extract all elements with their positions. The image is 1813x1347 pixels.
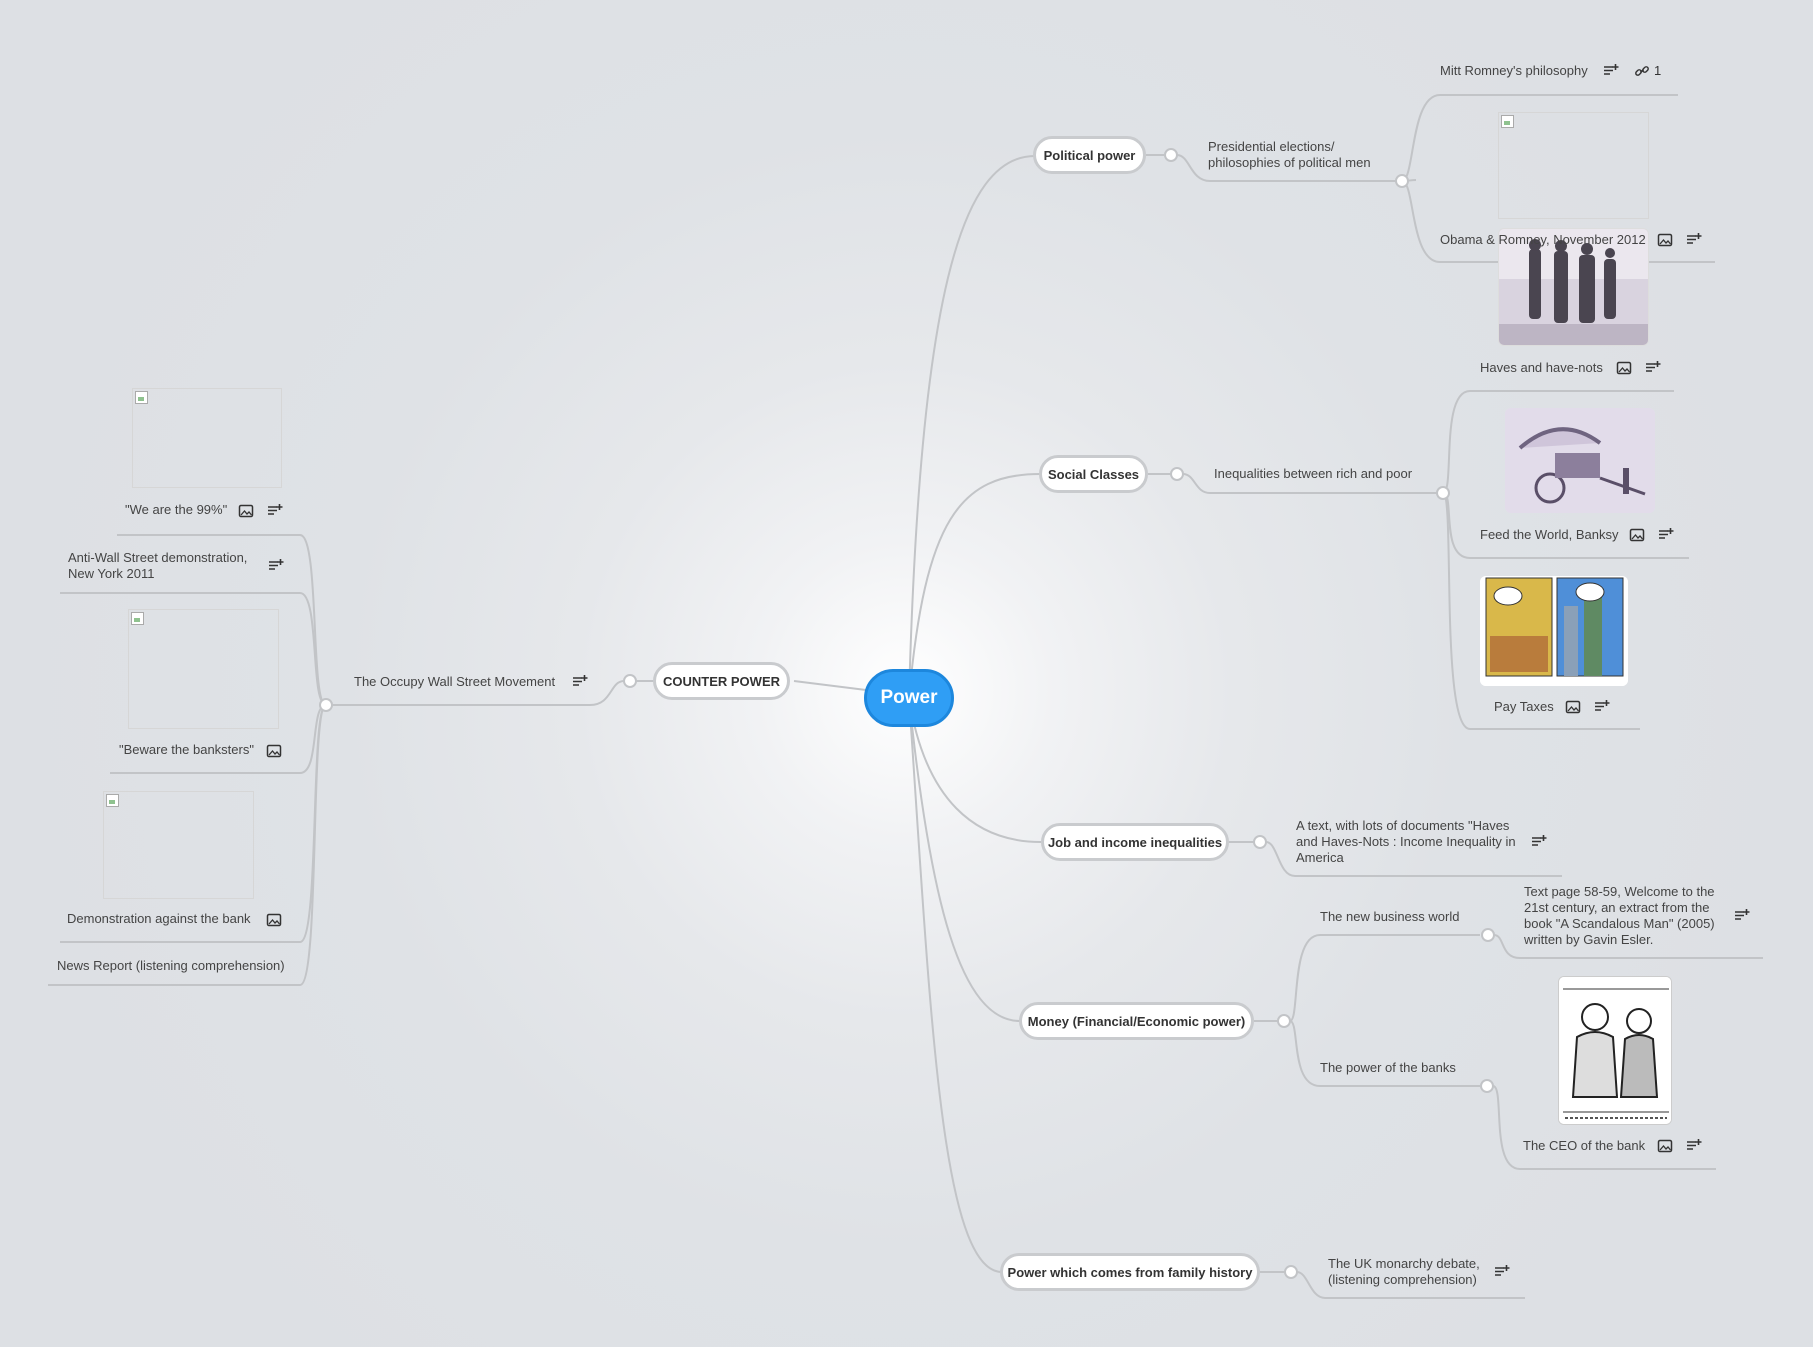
pay-taxes-cartoon [1480, 576, 1628, 686]
branch-label: Power which comes from family history [1007, 1264, 1253, 1280]
topic-we-are-99[interactable]: "We are the 99%" [125, 502, 228, 517]
image-icon[interactable] [266, 743, 282, 759]
broken-image-icon [1501, 115, 1514, 128]
topic-ceo-of-bank[interactable]: The CEO of the bank [1523, 1138, 1646, 1153]
topic-power-of-banks[interactable]: The power of the banks [1320, 1060, 1456, 1075]
central-topic-power[interactable]: Power [864, 669, 954, 727]
note-add-icon[interactable] [267, 503, 283, 519]
topic-presidential-elections[interactable]: Presidential elections/ philosophies of … [1208, 139, 1371, 170]
topic-haves-have-nots[interactable]: Haves and have-nots [1480, 360, 1603, 375]
ceo-of-bank-cartoon [1559, 977, 1671, 1124]
branch-money[interactable]: Money (Financial/Economic power) [1019, 1002, 1254, 1040]
image-we-are-99[interactable] [132, 388, 282, 488]
feed-the-world-artwork [1505, 408, 1655, 513]
link-count: 1 [1654, 63, 1662, 78]
branch-label: Political power [1043, 147, 1136, 163]
image-icon[interactable] [1616, 360, 1632, 376]
note-add-icon[interactable] [1531, 834, 1547, 850]
topic-occupy-wall-street[interactable]: The Occupy Wall Street Movement [354, 674, 556, 689]
topic-new-business-world[interactable]: The new business world [1320, 909, 1460, 924]
note-add-icon[interactable] [1686, 232, 1702, 248]
broken-image-icon [131, 612, 144, 625]
branch-label: Money (Financial/Economic power) [1027, 1013, 1246, 1029]
image-icon[interactable] [266, 912, 282, 928]
topic-job-text[interactable]: A text, with lots of documents "Haves an… [1296, 818, 1516, 865]
image-icon[interactable] [1565, 699, 1581, 715]
topic-news-report[interactable]: News Report (listening comprehension) [57, 958, 285, 973]
topic-obama-romney[interactable]: Obama & Romney, November 2012 [1440, 232, 1646, 247]
image-haves-have-nots[interactable] [1498, 228, 1649, 346]
branch-job-income-inequalities[interactable]: Job and income inequalities [1041, 823, 1229, 861]
link-icon[interactable] [1634, 63, 1650, 79]
note-add-icon[interactable] [1603, 63, 1619, 79]
note-add-icon[interactable] [268, 558, 284, 574]
note-add-icon[interactable] [1686, 1138, 1702, 1154]
topic-pay-taxes[interactable]: Pay Taxes [1494, 699, 1554, 714]
note-add-icon[interactable] [572, 674, 588, 690]
central-topic-label: Power [880, 687, 938, 708]
topic-mitt-romney[interactable]: Mitt Romney's philosophy [1440, 63, 1588, 78]
topic-feed-the-world[interactable]: Feed the World, Banksy [1480, 527, 1619, 542]
image-feed-the-world[interactable] [1505, 408, 1655, 513]
image-icon[interactable] [1629, 527, 1645, 543]
note-add-icon[interactable] [1494, 1264, 1510, 1280]
image-icon[interactable] [1657, 232, 1673, 248]
note-add-icon[interactable] [1658, 527, 1674, 543]
topic-text-page[interactable]: Text page 58-59, Welcome to the 21st cen… [1524, 884, 1715, 947]
topic-anti-wall-street[interactable]: Anti-Wall Street demonstration, New York… [68, 550, 248, 581]
topic-demonstration-bank[interactable]: Demonstration against the bank [67, 911, 251, 926]
image-obama-romney[interactable] [1498, 112, 1649, 219]
topic-beware-banksters[interactable]: "Beware the banksters" [119, 742, 254, 757]
note-add-icon[interactable] [1734, 908, 1750, 924]
image-ceo-of-bank[interactable] [1558, 976, 1672, 1125]
topic-uk-monarchy[interactable]: The UK monarchy debate, (listening compr… [1328, 1256, 1480, 1287]
topic-inequalities-rich-poor[interactable]: Inequalities between rich and poor [1214, 466, 1413, 481]
note-add-icon[interactable] [1594, 699, 1610, 715]
image-icon[interactable] [238, 503, 254, 519]
haves-have-nots-photo [1499, 229, 1648, 345]
branch-social-classes[interactable]: Social Classes [1039, 455, 1148, 493]
branch-label: COUNTER POWER [663, 673, 780, 689]
broken-image-icon [106, 794, 119, 807]
branch-label: Social Classes [1047, 466, 1140, 482]
image-demonstration-bank[interactable] [103, 791, 254, 899]
branch-family-history[interactable]: Power which comes from family history [1000, 1253, 1260, 1291]
branch-political-power[interactable]: Political power [1033, 136, 1146, 174]
branch-counter-power[interactable]: COUNTER POWER [653, 662, 790, 700]
image-pay-taxes[interactable] [1480, 576, 1628, 686]
image-beware-banksters[interactable] [128, 609, 279, 729]
broken-image-icon [135, 391, 148, 404]
note-add-icon[interactable] [1645, 360, 1661, 376]
image-icon[interactable] [1657, 1138, 1673, 1154]
branch-label: Job and income inequalities [1047, 834, 1223, 850]
